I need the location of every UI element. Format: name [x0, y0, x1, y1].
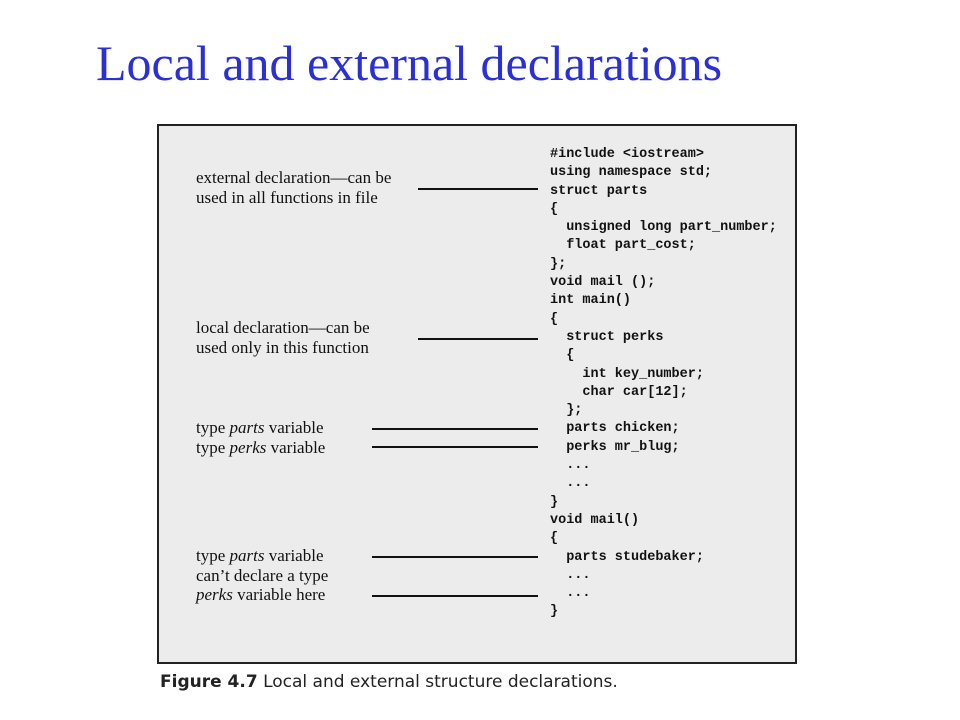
- code-line: }: [550, 604, 559, 620]
- code-line: ...: [550, 586, 591, 602]
- code-line: };: [550, 403, 583, 419]
- code-listing: #include <iostream> using namespace std; s…: [550, 146, 777, 622]
- code-line: float part_cost;: [550, 238, 696, 254]
- code-line: }: [550, 494, 559, 510]
- code-line: {: [550, 348, 575, 364]
- leader-line-perks-mr-blug: [372, 446, 538, 448]
- code-line: void mail ();: [550, 275, 656, 291]
- annotation-mail-perks-here: perks variable here: [196, 585, 326, 604]
- code-line: perks mr_blug;: [550, 439, 680, 455]
- code-line: using namespace std;: [550, 165, 713, 181]
- leader-line-external: [418, 188, 538, 190]
- code-line: {: [550, 201, 559, 217]
- leader-line-local: [418, 338, 538, 340]
- annotation-main-vars: type parts variable type perks variable: [196, 418, 325, 457]
- figure-number: Figure 4.7: [160, 672, 258, 692]
- annotation-local-line1: local declaration—can be: [196, 318, 370, 337]
- annotation-mail-cant-declare: can’t declare a type: [196, 565, 329, 585]
- code-line: {: [550, 531, 559, 547]
- code-line: ...: [550, 567, 591, 583]
- annotation-local: local declaration—can be used only in th…: [196, 318, 370, 357]
- code-line: int key_number;: [550, 366, 704, 382]
- code-line: char car[12];: [550, 384, 688, 400]
- code-line: parts chicken;: [550, 421, 680, 437]
- code-line: {: [550, 311, 559, 327]
- figure-caption-text: Local and external structure declaration…: [257, 672, 618, 692]
- leader-line-parts-studebaker: [372, 556, 538, 558]
- code-line: int main(): [550, 293, 632, 309]
- annotation-external-line1: external declaration—can be: [196, 168, 392, 187]
- leader-line-parts-chicken: [372, 428, 538, 430]
- figure-panel: [157, 124, 797, 664]
- annotation-perks-variable: type perks variable: [196, 437, 326, 457]
- annotation-local-line2: used only in this function: [196, 337, 369, 357]
- code-line: parts studebaker;: [550, 549, 704, 565]
- annotation-mail-parts-variable: type parts variable: [196, 546, 324, 565]
- annotation-external-line2: used in all functions in file: [196, 187, 378, 207]
- code-line: struct perks: [550, 329, 664, 345]
- code-line: struct parts: [550, 183, 648, 199]
- code-line: ...: [550, 458, 591, 474]
- figure-caption: Figure 4.7 Local and external structure …: [160, 672, 618, 692]
- slide-title: Local and external declarations: [96, 35, 723, 91]
- annotation-external: external declaration—can be used in all …: [196, 168, 391, 207]
- code-line: #include <iostream>: [550, 147, 704, 162]
- code-line: unsigned long part_number;: [550, 220, 777, 236]
- code-line: };: [550, 256, 567, 272]
- annotation-parts-variable: type parts variable: [196, 418, 324, 437]
- annotation-mail-vars: type parts variable can’t declare a type…: [196, 546, 328, 605]
- code-line: ...: [550, 476, 591, 492]
- leader-line-perks-not-allowed: [372, 595, 538, 597]
- code-line: void mail(): [550, 512, 640, 528]
